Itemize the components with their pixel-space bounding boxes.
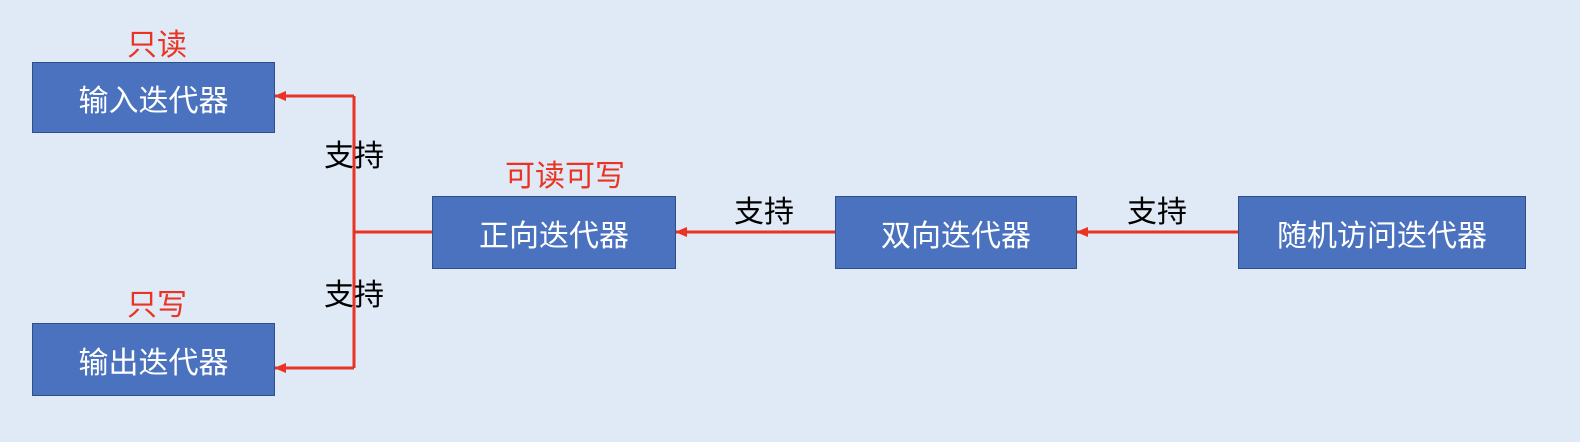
input-iterator-node: 输入迭代器 xyxy=(32,62,275,133)
write-only-annotation: 只写 xyxy=(127,288,187,323)
edge-label-forward-to-input: 支持 xyxy=(324,139,384,174)
edge-label-random-to-bidirectional: 支持 xyxy=(1127,195,1187,230)
forward-iterator-node: 正向迭代器 xyxy=(432,196,676,269)
random-access-iterator-node: 随机访问迭代器 xyxy=(1238,196,1526,269)
output-iterator-node: 输出迭代器 xyxy=(32,323,275,396)
edge-label-bidirectional-to-forward: 支持 xyxy=(734,195,794,230)
edge-label-forward-to-output: 支持 xyxy=(324,278,384,313)
bidirectional-iterator-node: 双向迭代器 xyxy=(835,196,1077,269)
read-write-annotation: 可读可写 xyxy=(505,159,625,194)
read-only-annotation: 只读 xyxy=(127,28,187,63)
